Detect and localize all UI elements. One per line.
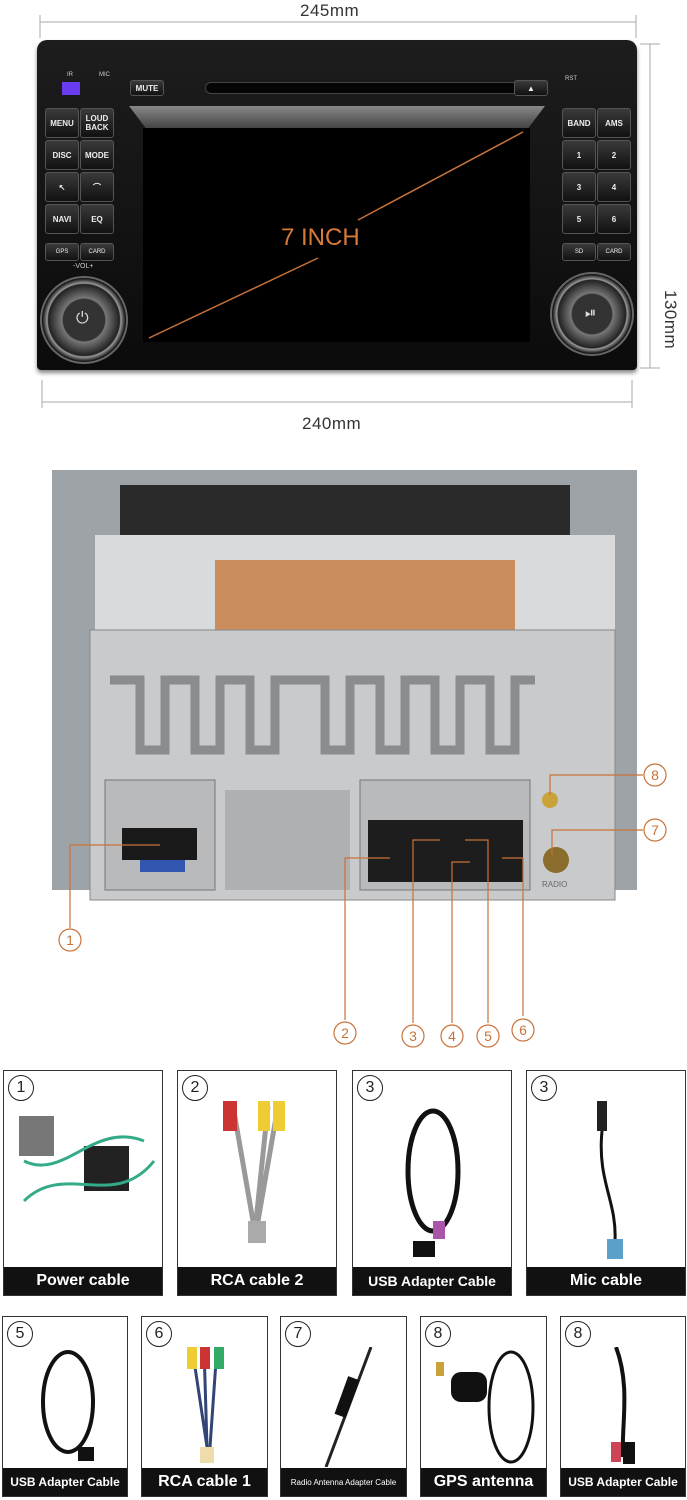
accessory-card: 3 USB Adapter Cable: [352, 1070, 512, 1296]
accessory-card: 3 Mic cable: [526, 1070, 686, 1296]
accessory-label: RCA cable 1: [142, 1468, 267, 1496]
accessory-label: USB Adapter Cable: [3, 1468, 127, 1496]
callout-5-text: 5: [484, 1028, 492, 1044]
gps-slot-label: GPS: [45, 243, 79, 261]
callout-3: [401, 1024, 425, 1048]
callout-6-text: 6: [519, 1022, 527, 1038]
sd-slot-label: SD: [562, 243, 596, 261]
callout-3-text: 3: [409, 1028, 417, 1044]
card-slot-label-left: CARD: [80, 243, 114, 261]
preset-3-button[interactable]: 3: [562, 172, 596, 202]
call-answer-button[interactable]: ↖: [45, 172, 79, 202]
mode-button[interactable]: MODE: [80, 140, 114, 170]
volume-power-knob[interactable]: ⏻: [40, 276, 128, 364]
accessory-label: Mic cable: [527, 1267, 685, 1295]
radio-port-label: RADIO: [542, 880, 567, 889]
callout-2-text: 2: [341, 1025, 349, 1041]
ir-sensor: [62, 82, 80, 95]
accessory-number: 7: [285, 1321, 311, 1347]
callout-5: [476, 1024, 500, 1048]
accessory-card: 5 USB Adapter Cable: [2, 1316, 128, 1497]
preset-6-button[interactable]: 6: [597, 204, 631, 234]
call-hangup-button[interactable]: ⌒: [80, 172, 114, 202]
disc-button[interactable]: DISC: [45, 140, 79, 170]
ams-button[interactable]: AMS: [597, 108, 631, 138]
screen-size-label: 7 INCH: [281, 224, 360, 251]
gps-antenna-image: [436, 1350, 535, 1464]
dpad-control[interactable]: ⏯: [550, 272, 634, 356]
callout-4: [440, 1024, 464, 1048]
diagonal-line: [148, 131, 524, 339]
preset-1-button[interactable]: 1: [562, 140, 596, 170]
screen: 7 INCH: [143, 128, 530, 342]
accessory-card: 7 Radio Antenna Adapter Cable: [280, 1316, 407, 1497]
rst-label: RST: [565, 76, 577, 82]
accessory-number: 5: [7, 1321, 33, 1347]
accessory-number: 6: [146, 1321, 172, 1347]
rca-cable-image: [187, 1347, 224, 1463]
accessory-label: GPS antenna: [421, 1468, 546, 1496]
card-slot-label-right: CARD: [597, 243, 631, 261]
accessory-card: 2 RCA cable 2: [177, 1070, 337, 1296]
disc-slot: [205, 82, 540, 94]
head-unit-front: IR MIC MUTE ▲ RST 7 INCH MENU LOUD BACK …: [37, 40, 637, 370]
usb-cable-image: [611, 1347, 635, 1464]
width-top-label: 245mm: [300, 1, 360, 20]
callout-1-text: 1: [66, 932, 74, 948]
power-icon: ⏻: [76, 310, 89, 327]
preset-2-button[interactable]: 2: [597, 140, 631, 170]
rca-cable-image: [223, 1101, 285, 1243]
screen-bezel: [129, 106, 545, 128]
vol-label: -VOL+: [73, 263, 94, 270]
accessory-number: 1: [8, 1075, 34, 1101]
menu-button[interactable]: MENU: [45, 108, 79, 138]
accessory-number: 2: [182, 1075, 208, 1101]
mic-label: MIC: [99, 72, 110, 78]
accessory-number: 8: [425, 1321, 451, 1347]
play-pause-icon: ⏯: [585, 304, 597, 320]
dimension-lines: [39, 15, 660, 408]
usb-cable-image: [41, 1350, 95, 1461]
eject-button[interactable]: ▲: [514, 80, 548, 96]
callout-7: [643, 818, 667, 842]
preset-5-button[interactable]: 5: [562, 204, 596, 234]
callout-6: [511, 1018, 535, 1042]
accessory-card: 8 USB Adapter Cable: [560, 1316, 686, 1497]
rear-panel-photo: 1 2 3 4 5 6 7 8 RADIO: [52, 470, 667, 1048]
power-cable-image: [19, 1116, 156, 1203]
band-button[interactable]: BAND: [562, 108, 596, 138]
accessory-number: 3: [357, 1075, 383, 1101]
accessory-label: RCA cable 2: [178, 1267, 336, 1295]
callout-2: [333, 1021, 357, 1045]
callout-7-text: 7: [651, 822, 659, 838]
preset-4-button[interactable]: 4: [597, 172, 631, 202]
callout-8: [643, 763, 667, 787]
accessory-label: USB Adapter Cable: [353, 1267, 511, 1295]
usb-cable-image: [405, 1108, 461, 1257]
ir-label: IR: [67, 72, 73, 78]
mic-cable-image: [597, 1101, 623, 1259]
callout-4-text: 4: [448, 1028, 456, 1044]
accessory-card: 1 Power cable: [3, 1070, 163, 1296]
accessory-number: 8: [565, 1321, 591, 1347]
accessory-label: USB Adapter Cable: [561, 1468, 685, 1496]
width-bottom-label: 240mm: [302, 414, 362, 433]
eq-button[interactable]: EQ: [80, 204, 114, 234]
accessory-label: Power cable: [4, 1267, 162, 1295]
mute-button[interactable]: MUTE: [130, 80, 164, 96]
callout-8-text: 8: [651, 767, 659, 783]
accessory-card: 6 RCA cable 1: [141, 1316, 268, 1497]
accessory-number: 3: [531, 1075, 557, 1101]
loud-back-button[interactable]: LOUD BACK: [80, 108, 114, 138]
navi-button[interactable]: NAVI: [45, 204, 79, 234]
accessory-label: Radio Antenna Adapter Cable: [281, 1468, 406, 1496]
height-label: 130mm: [661, 290, 680, 350]
radio-antenna-cable-image: [324, 1347, 373, 1467]
accessory-card: 8 GPS antenna: [420, 1316, 547, 1497]
callout-1: [58, 928, 82, 952]
